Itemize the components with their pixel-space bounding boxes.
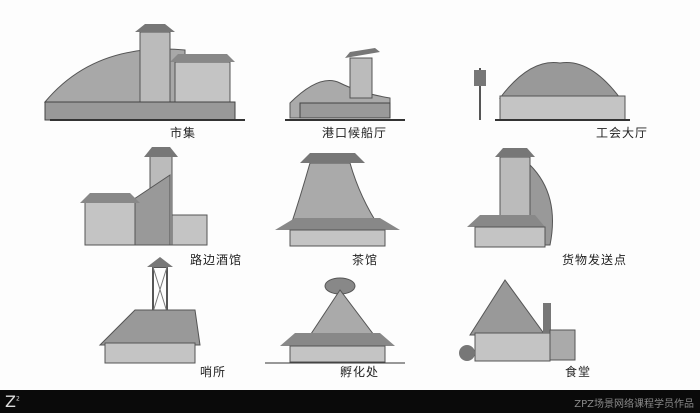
hatchery-sketch <box>265 277 405 364</box>
zpz-logo: Z2 <box>5 392 20 411</box>
outpost-sketch <box>98 257 201 364</box>
cargo-dispatch-sketch <box>467 148 553 248</box>
label-canteen: 食堂 <box>565 365 592 379</box>
label-guild-hall: 工会大厅 <box>596 126 649 140</box>
credit-text: ZPZ场景网络课程学员作品 <box>574 399 694 410</box>
label-market: 市集 <box>170 126 197 140</box>
teahouse-sketch <box>275 153 400 247</box>
label-cargo-dispatch: 货物发送点 <box>562 253 628 267</box>
concept-sheet: 市集 港口候船厅 工会大厅 路边酒馆 茶馆 <box>43 24 649 379</box>
footer-bar: Z2 ZPZ场景网络课程学员作品 <box>0 390 700 413</box>
guild-hall-sketch <box>474 61 630 121</box>
harbor-hall-sketch <box>285 48 405 121</box>
label-roadside-tavern: 路边酒馆 <box>190 253 243 267</box>
label-outpost: 哨所 <box>200 365 227 379</box>
label-hatchery: 孵化处 <box>340 365 380 379</box>
label-harbor-hall: 港口候船厅 <box>322 126 388 140</box>
market-building-sketch <box>43 24 245 121</box>
canteen-sketch <box>459 279 576 362</box>
label-teahouse: 茶馆 <box>352 253 379 267</box>
roadside-tavern-sketch <box>80 147 208 246</box>
